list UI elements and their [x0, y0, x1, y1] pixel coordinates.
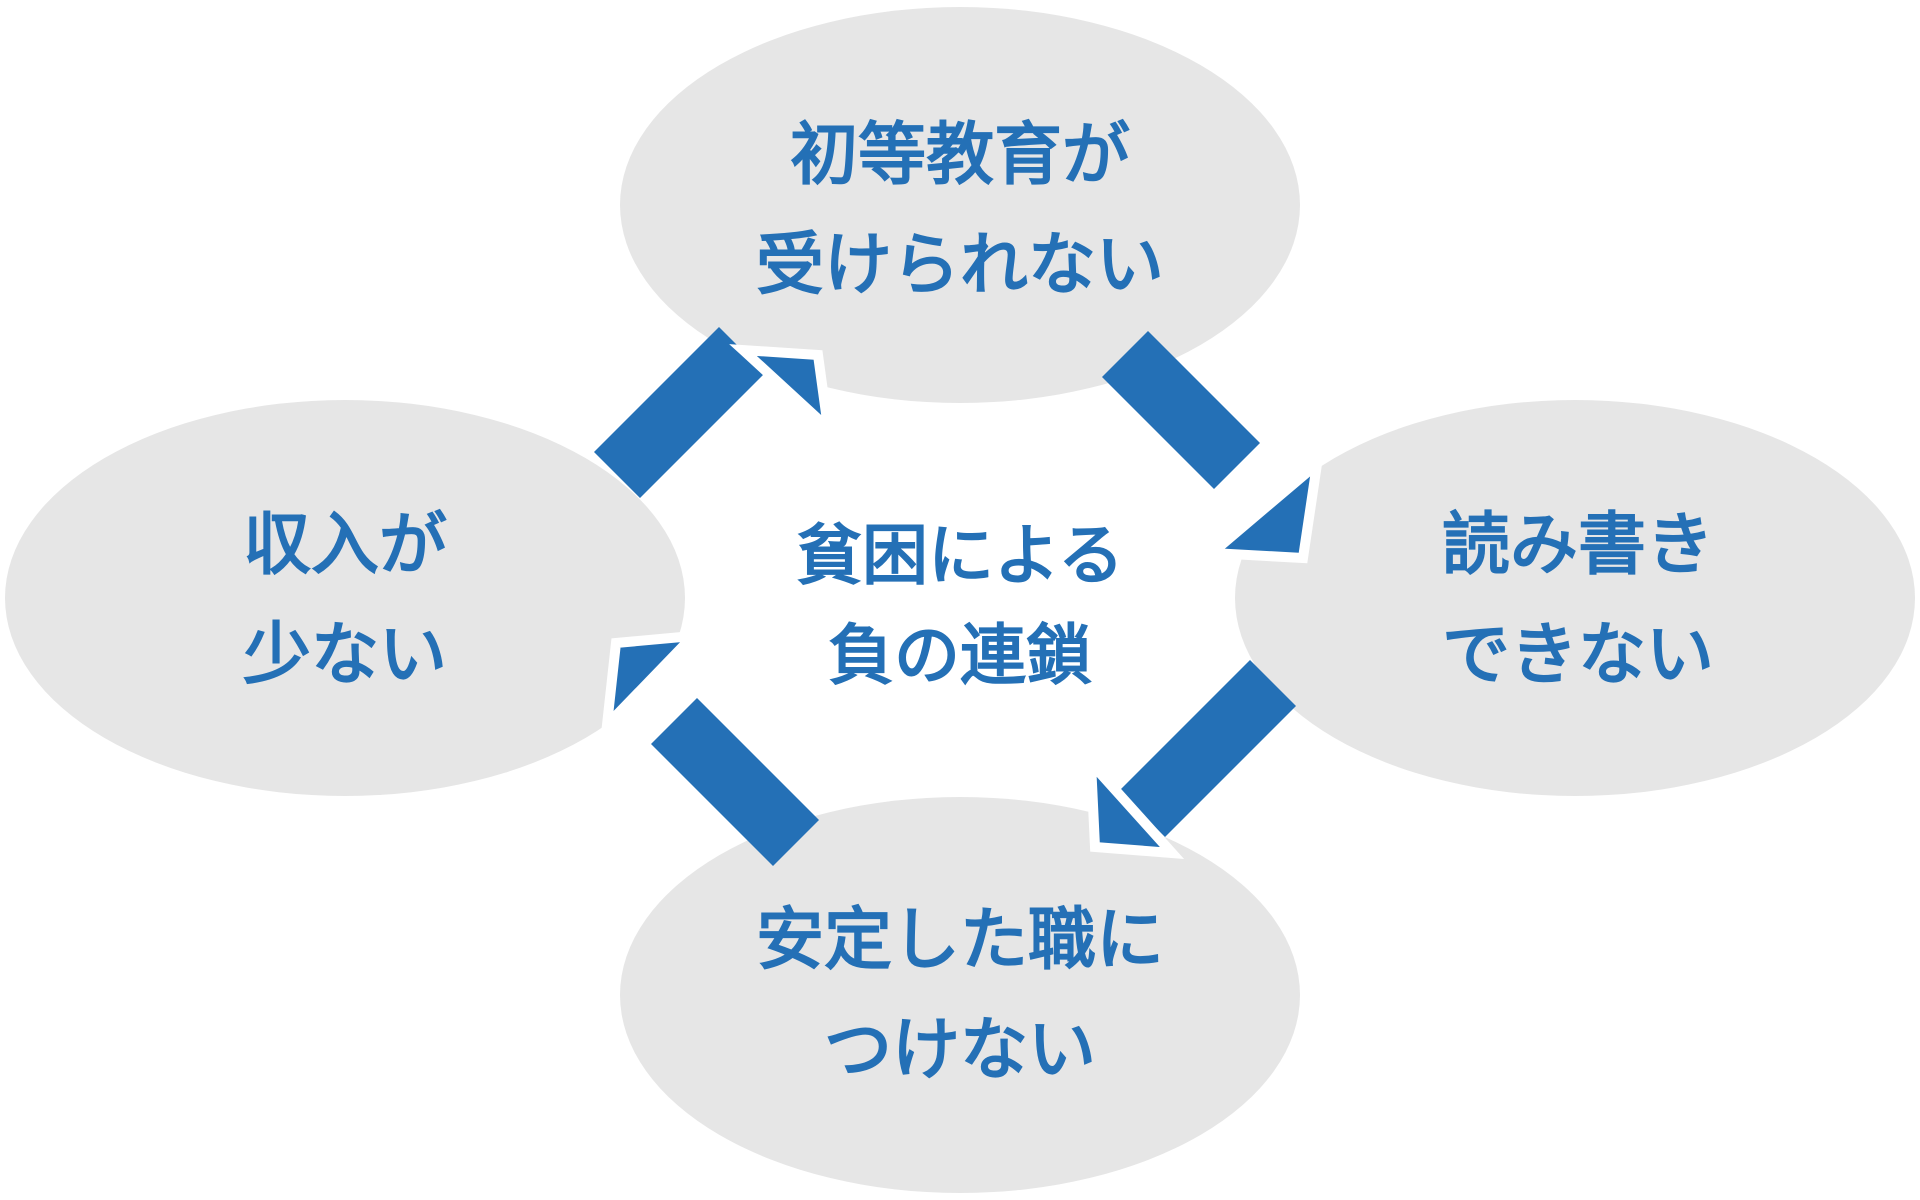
node-bottom-ellipse	[620, 797, 1300, 1193]
arrow-bottom-to-left-shaft	[651, 698, 819, 866]
node-top-ellipse	[620, 7, 1300, 403]
node-left-ellipse	[5, 400, 685, 796]
arrow-right-to-bottom-shaft	[1119, 660, 1296, 837]
arrow-right-to-bottom-head	[1085, 749, 1185, 859]
center-label-line2: 負の連鎖	[828, 617, 1092, 694]
arrow-top-to-right-shaft	[1102, 331, 1260, 489]
center-label-line1: 貧困による	[796, 517, 1124, 594]
arrow-left-to-top-head	[729, 344, 835, 442]
node-top-label-line1: 初等教育が	[790, 116, 1130, 195]
arrow-top-to-right	[1102, 331, 1324, 564]
arrow-right-to-bottom	[1085, 660, 1296, 859]
node-right-ellipse	[1235, 400, 1915, 796]
arrow-bottom-to-left-head	[600, 629, 706, 739]
arrow-bottom-to-left	[600, 629, 819, 866]
node-right-label-line1: 読み書き	[1442, 506, 1714, 585]
node-top-label-line2: 受けられない	[756, 226, 1164, 305]
node-bottom-label-line1: 安定した職に	[756, 901, 1164, 980]
node-left-label-line1: 収入が	[243, 506, 447, 585]
node-left-label-line2: 少ない	[243, 616, 447, 695]
arrow-left-to-top	[594, 327, 835, 498]
arrow-top-to-right-head	[1199, 451, 1324, 564]
node-bottom-label-line2: つけない	[824, 1011, 1096, 1090]
arrow-left-to-top-shaft	[594, 327, 765, 498]
node-right-label-line2: できない	[1442, 616, 1714, 695]
